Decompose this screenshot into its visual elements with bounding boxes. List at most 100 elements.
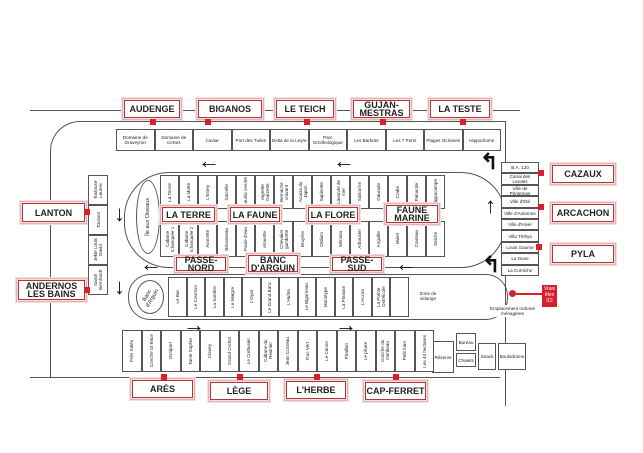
connector-dot [393, 374, 399, 380]
plot-top: Caviar [193, 129, 232, 151]
plot-upper-text: Bernache cravant [278, 182, 289, 202]
plot-lower: La Sardine [205, 277, 224, 317]
zone-label: LA TERRE [160, 205, 217, 224]
plot-right: La Dune [501, 253, 539, 265]
plot-right: Ville d'Hiver [501, 219, 539, 231]
plot-bottom-text: Truc Vert [304, 341, 310, 361]
you-are-here-dot [509, 290, 516, 297]
plot-bottom: Jean Cocteau [278, 330, 298, 372]
you-are-here-arrow [516, 293, 542, 295]
plot-right: Ville d'Été [501, 196, 539, 208]
plot-lower-text: Monotype [322, 286, 328, 308]
connector-dot [536, 244, 542, 250]
plot-upper-text: Anguille [376, 230, 381, 248]
plot-bottom-text: Les 44 hectares [421, 334, 427, 368]
reserve: Réserve [432, 341, 454, 373]
plot-top: Domaine de Graveyron [116, 129, 155, 151]
plot-right-text: Canal des Landes [509, 174, 531, 185]
plot-upper-text: Lavande de mer [335, 180, 346, 205]
connector-dot [314, 374, 320, 380]
island-oval: Île aux Oiseaux [136, 180, 160, 254]
plot-lower-text: Le Bar [174, 290, 180, 304]
plot-upper: Bécasseau [217, 221, 236, 257]
plot-lower: Monotype [316, 277, 335, 317]
plot-top: Les Barbots [347, 129, 386, 151]
connector-dot [237, 374, 243, 380]
chalets: Chalets [456, 353, 476, 367]
plot-bottom-text: Clouey [207, 343, 213, 359]
plot-bottom-text: Tante Sophie [187, 337, 193, 365]
plot-top-text: Hippodrome [469, 137, 495, 143]
connector-dot [460, 119, 466, 125]
zone-label: FAUNE MARINE [384, 203, 440, 225]
city-label: CAP-FERRET [363, 380, 428, 402]
plot-bottom: Le Corbusier [239, 330, 259, 372]
plot-upper-text: Mulet [395, 233, 400, 245]
plot-lower: Le Bigorneau [297, 277, 316, 317]
plot-upper-text: Daurade [376, 183, 381, 201]
city-label: ANDERNOS LES BAINS [16, 278, 87, 302]
plot-bottom-text: Cabane du Résinier [263, 339, 274, 363]
plot-lower-text: Le Bigorneau [304, 283, 310, 311]
plot-upper-text: La Tonne [167, 182, 172, 202]
plot-bottom-text: Jean Cocteau [285, 336, 291, 366]
plot-bottom: Clouey [200, 330, 220, 372]
plot-left-text: Toulouse Lautrec [93, 180, 103, 200]
plot-right: B.A. 120 [501, 162, 539, 174]
plot-right-text: Ville de Printemps [509, 185, 531, 196]
banc-oval: Banc d'Arguin [136, 280, 164, 314]
plot-top-text: Delta de la Leyre [271, 137, 307, 143]
top-road-line [30, 110, 520, 111]
emplacement-ordures: Emplacement ordures ménagères [480, 305, 545, 317]
plot-upper: Sapinette [312, 175, 331, 209]
arrow-down-icon: ↓ [114, 274, 125, 299]
plot-bottom: Piraillan [336, 330, 356, 372]
plot-right: Ville de Printemps [501, 184, 539, 197]
plot-top-text: Les 7 Ports [393, 137, 417, 143]
connector-dot [84, 209, 90, 215]
plot-top-text: Domaine de Certes [161, 135, 187, 145]
plot-upper-text: Seiche [433, 231, 438, 247]
plot-upper-text: Mimosa [338, 230, 343, 248]
arrow-left-icon: ← [140, 251, 162, 276]
plot-right-text: Ville d'Automne [504, 210, 536, 216]
plot-upper: Oïdium [312, 221, 331, 257]
arrow-up-icon: ↑ [485, 193, 496, 218]
plot-top: Port des Tuiles [231, 129, 270, 151]
plot-upper-text: Bruyère [300, 230, 305, 248]
passe-label: BANC D'ARGUIN [246, 253, 300, 274]
plot-bottom-text: Grand Crohot [226, 337, 232, 365]
plot-bottom-text: Prés Salés [129, 339, 135, 363]
plot-bottom-text: Piraillan [343, 342, 349, 360]
plot-bottom: Ovniport [161, 330, 181, 372]
plot-top: Domaine de Certes [154, 129, 193, 151]
plot-top-text: Les Barbots [353, 137, 379, 143]
plot-lower-text: La Pointe Ostréicole [375, 286, 386, 308]
plot-lower: La Pinasse [334, 277, 353, 317]
plot-upper: Sarcelle [217, 175, 236, 209]
plot-upper: Anguille [369, 221, 388, 257]
plot-right: Canal des Landes [501, 173, 539, 185]
zone-label: LA FLORE [306, 205, 360, 224]
plot-bottom-text: Conche St Brice [148, 334, 154, 368]
plot-left: Sarah Bernhardt [88, 265, 108, 295]
plot-upper-text: Palourde [414, 182, 419, 202]
plot-right-text: La Corniche [507, 267, 533, 273]
arrow-turn-up-icon: ↰ [482, 252, 501, 277]
plot-upper-text: Hippocampe [433, 179, 438, 205]
city-label: LANTON [20, 201, 87, 224]
snack: Snack [478, 343, 496, 370]
city-label: L'HERBE [284, 379, 348, 401]
plot-top-text: Domaine de Graveyron [122, 135, 148, 145]
plot-lower: Le Maïgre [223, 277, 242, 317]
plot-top: Hippodrome [462, 129, 501, 151]
plot-upper: Poule d'eau [236, 221, 255, 257]
plot-bottom: Conche du mimbeau [375, 330, 395, 372]
plot-upper: Bernache cravant [274, 175, 293, 209]
plot-left: Jekie Louis David [88, 235, 108, 265]
plot-bottom: Cabane du Résinier [258, 330, 278, 372]
connector-dot [304, 119, 310, 125]
plot-upper-text: La Motte [186, 183, 191, 201]
plot-right: La Corniche [501, 264, 539, 276]
plot-upper: Salicorne [350, 175, 369, 209]
